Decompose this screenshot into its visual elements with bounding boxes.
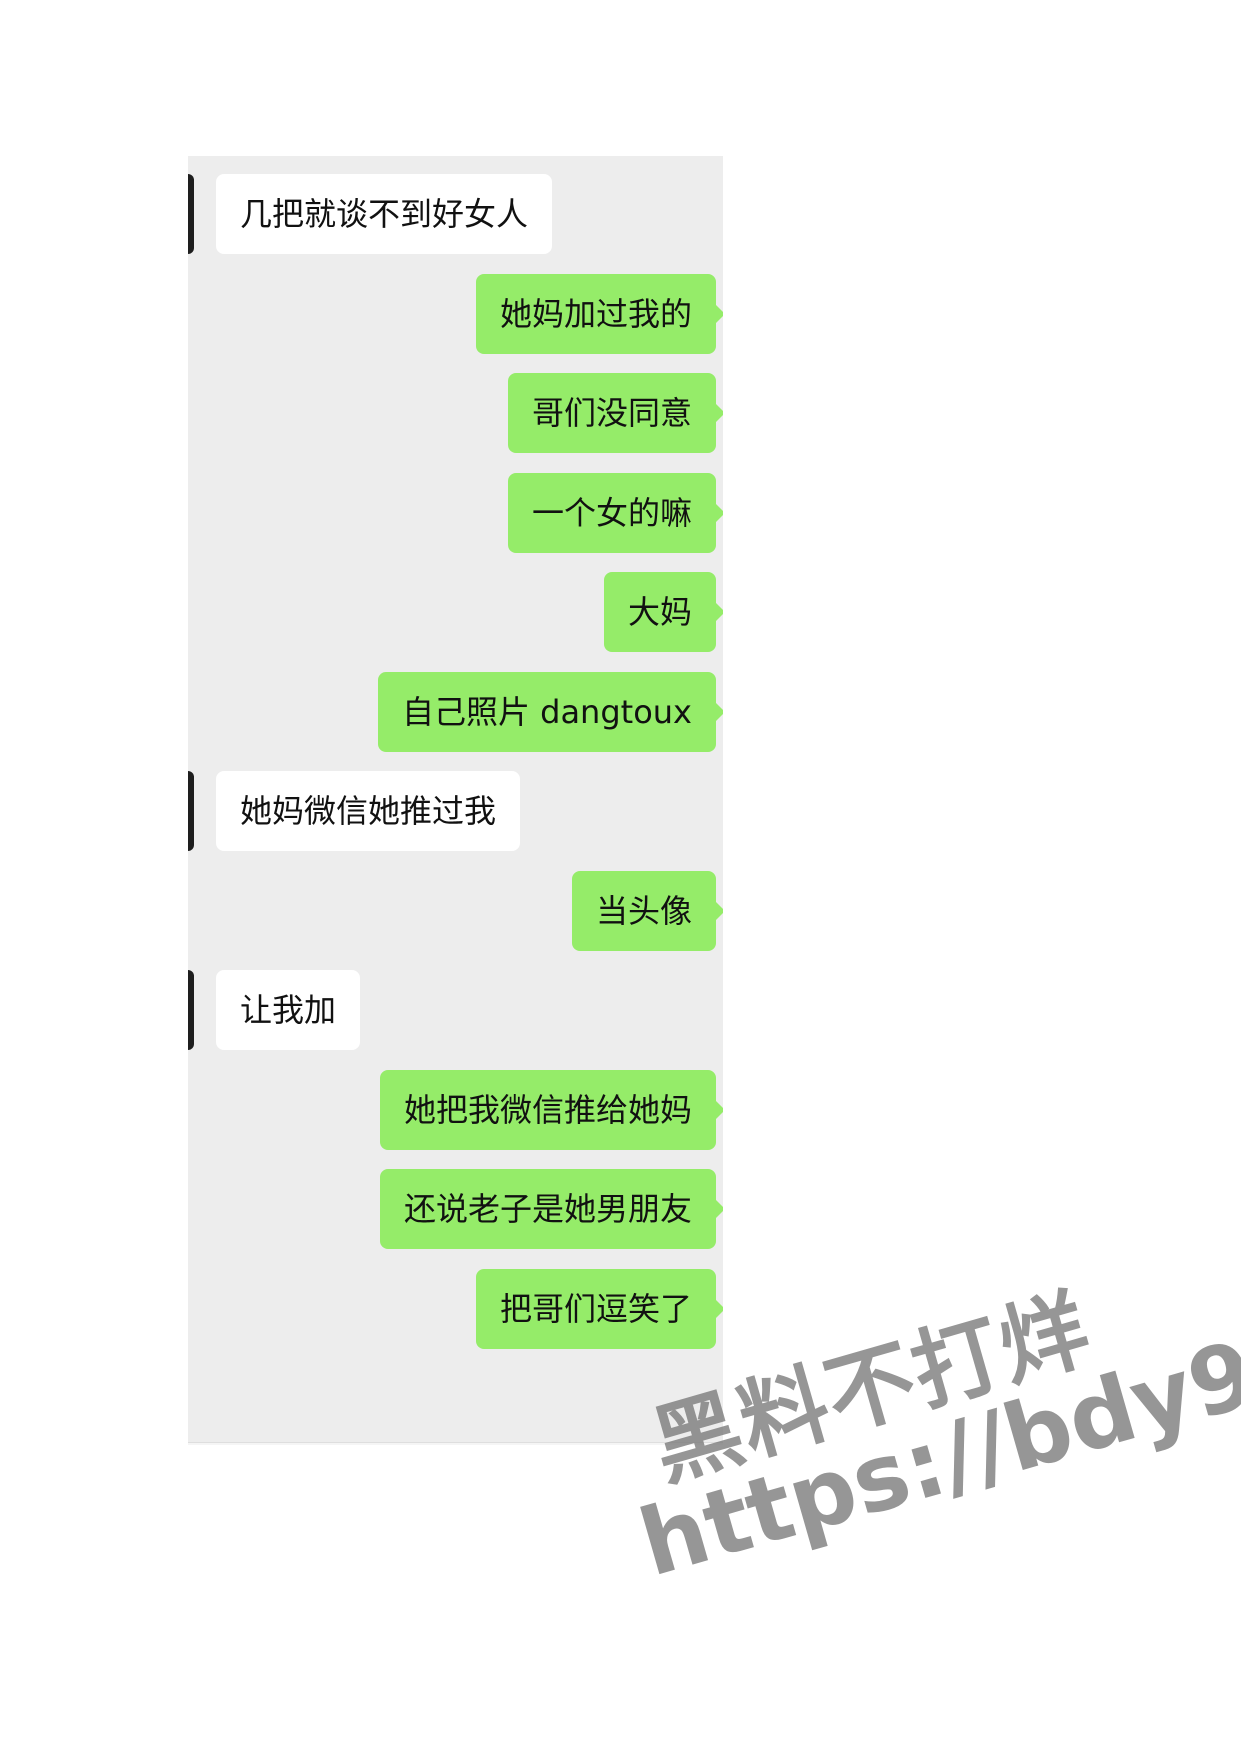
message-row: 她把我微信推给她妈	[188, 1069, 723, 1150]
message-row: 让我加	[188, 970, 723, 1050]
message-row: 一个女的嘛	[188, 472, 723, 553]
chat-panel: 几把就谈不到好女人她妈加过我的哥们没同意一个女的嘛大妈自己照片 dangtoux…	[188, 156, 723, 1445]
message-row: 把哥们逗笑了	[188, 1268, 723, 1349]
outgoing-message-bubble[interactable]: 把哥们逗笑了	[475, 1268, 723, 1349]
contact-avatar[interactable]	[188, 771, 194, 851]
outgoing-message-bubble[interactable]: 她妈加过我的	[475, 273, 723, 354]
outgoing-message-bubble[interactable]: 大妈	[603, 572, 723, 652]
message-row: 大妈	[188, 572, 723, 652]
outgoing-message-bubble[interactable]: 还说老子是她男朋友	[379, 1169, 723, 1249]
outgoing-message-bubble[interactable]: 她把我微信推给她妈	[379, 1069, 723, 1150]
contact-avatar[interactable]	[188, 174, 194, 254]
input-bar	[188, 1442, 723, 1445]
message-row: 几把就谈不到好女人	[188, 174, 723, 254]
message-row: 当头像	[188, 870, 723, 951]
message-row: 哥们没同意	[188, 373, 723, 453]
message-row: 自己照片 dangtoux	[188, 671, 723, 752]
outgoing-message-bubble[interactable]: 自己照片 dangtoux	[377, 671, 723, 752]
contact-avatar[interactable]	[188, 970, 194, 1050]
message-row: 还说老子是她男朋友	[188, 1169, 723, 1249]
message-row: 她妈加过我的	[188, 273, 723, 354]
incoming-message-bubble[interactable]: 让我加	[216, 970, 361, 1050]
outgoing-message-bubble[interactable]: 哥们没同意	[507, 373, 723, 453]
message-row: 她妈微信她推过我	[188, 771, 723, 851]
incoming-message-bubble[interactable]: 她妈微信她推过我	[216, 771, 521, 851]
outgoing-message-bubble[interactable]: 一个女的嘛	[507, 472, 723, 553]
incoming-message-bubble[interactable]: 几把就谈不到好女人	[216, 174, 553, 254]
outgoing-message-bubble[interactable]: 当头像	[571, 870, 723, 951]
